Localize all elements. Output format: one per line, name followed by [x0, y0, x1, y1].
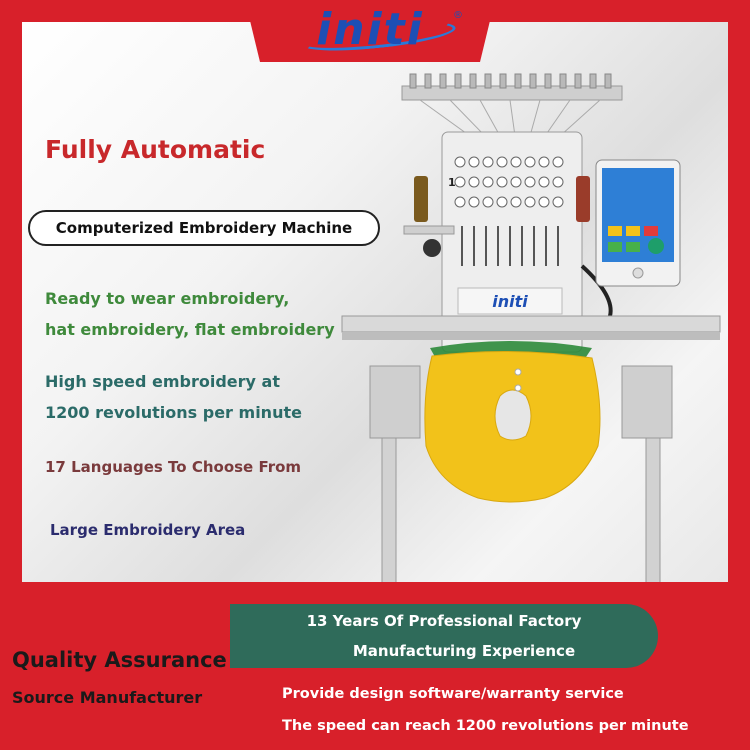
embroidery-machine-image: 1 initi [341, 73, 721, 586]
registered-mark: ® [453, 10, 463, 21]
head-logo: initi [492, 292, 528, 311]
feature-line: Ready to wear embroidery, [45, 289, 290, 308]
feature-line: hat embroidery, flat embroidery [45, 320, 335, 339]
subtitle-pill: Computerized Embroidery Machine [28, 210, 380, 246]
right-frame [728, 0, 750, 750]
banner-line-1: 13 Years Of Professional Factory [306, 612, 582, 630]
service-line-2: The speed can reach 1200 revolutions per… [282, 718, 689, 734]
service-line-1: Provide design software/warranty service [282, 686, 624, 702]
feature-languages: 17 Languages To Choose From [45, 458, 302, 476]
banner-line-2: Manufacturing Experience [352, 642, 576, 660]
left-frame [0, 0, 22, 750]
head-number: 1 [448, 176, 456, 189]
feature-speed: High speed embroidery at 1200 revolution… [45, 366, 302, 428]
brand-logo: initi [316, 4, 424, 55]
feature-line: High speed embroidery at [45, 372, 280, 391]
feature-embroidery-types: Ready to wear embroidery, hat embroidery… [45, 283, 335, 345]
quality-assurance-title: Quality Assurance [12, 648, 227, 672]
headline: Fully Automatic [45, 135, 266, 164]
source-manufacturer-text: Source Manufacturer [12, 688, 203, 707]
feature-area: Large Embroidery Area [50, 521, 246, 539]
experience-banner: 13 Years Of Professional Factory Manufac… [230, 604, 658, 668]
logo-tab: initi ® [245, 0, 495, 62]
feature-line: 1200 revolutions per minute [45, 403, 302, 422]
